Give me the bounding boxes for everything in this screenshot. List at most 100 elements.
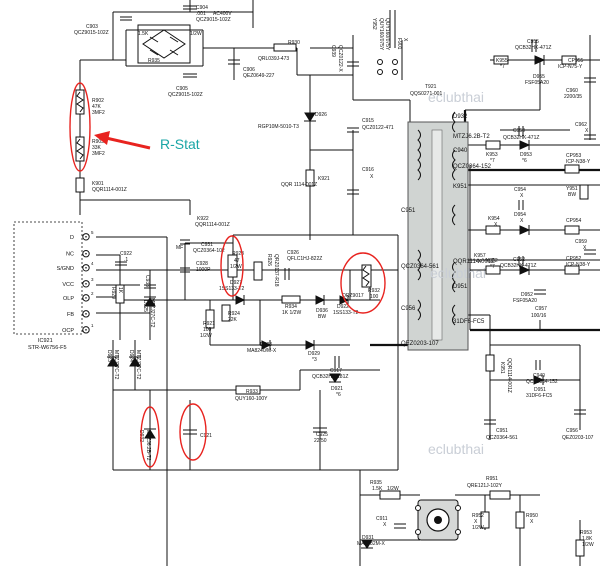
capacitor-c952 [518,256,524,266]
highlight-r923 [220,235,244,297]
label-d936v: BW [318,314,326,320]
capacitor-c939 [347,61,359,67]
label-c904q: QCZ9015-102Z [196,17,231,23]
label-y951v: BW [568,192,576,198]
label-cp952q: ICP-N38-Y [566,262,591,268]
ferrite-k901 [75,177,85,193]
label-c953q: QCB32HK-471Z [503,135,539,141]
ferrite-k921 [305,169,315,187]
zener-d925 [144,296,156,307]
label-k921: K921 [318,176,330,182]
label-c960v: 2200/35 [564,94,582,100]
label-r903: R903 [92,139,104,145]
label-d951: D951 [534,387,546,393]
resistor-k952 [485,265,501,275]
capacitor-c957 [534,289,546,295]
label-cp952: CP952 [566,256,582,262]
label-c911v: X [383,522,387,528]
resistor-r926 [253,261,263,281]
label-d924q: MTZJ27C-T2 [135,350,141,380]
label-c956: C956 [566,428,578,434]
ic-pin-dot [85,235,87,238]
capacitor-c956 [574,409,586,415]
resistor-r951 [489,490,511,500]
capacitor-c962 [584,134,596,140]
ic921-outline [13,221,83,335]
ic-pin-number: 1 [91,323,94,328]
label-r921: R921 [203,321,215,327]
label-c925: C925 [316,432,328,438]
diode-d936 [315,295,326,305]
ic-pin-label: VCC [62,282,74,288]
label-r935: R935 [370,480,382,486]
label-c905: C905 [176,86,188,92]
label-d925: D925 [142,300,148,312]
label-c922: C922 [120,251,132,257]
ferrite-y951 [579,184,589,200]
label-c962: C962 [575,122,587,128]
zener-d923 [107,356,119,367]
label-r951: R951 [486,476,498,482]
label-f901v: X [402,38,408,42]
resistor-r929 [115,284,125,304]
ic-pin-dot [85,282,87,285]
label-mf: MF [176,245,183,251]
label-y952: Y952 [371,18,377,30]
diode-d952 [519,265,531,275]
capacitor-c922 [115,261,127,266]
label-k922q: QQR1114-001Z [195,222,230,228]
label-c955q: QCB32HK-471Z [515,45,551,51]
label-k955: K955 [496,58,508,64]
label-r951q: QRE121J-102Y [467,483,503,489]
label-c915: C915 [362,118,374,124]
label-c933: C933 [144,275,150,287]
label-c953: C953 [513,128,525,134]
label-r929: R929 [110,287,116,299]
label-d955: D955 [533,74,545,80]
label-k953: K953 [486,152,498,158]
label-c931: C931 [201,242,213,248]
label-r902v: 47K [92,104,102,110]
optocoupler [415,499,461,541]
highlight-r932 [340,252,386,314]
t921-pin-6: C956 [401,306,416,312]
label-d925q: MTZJ27C-T2 [149,298,155,328]
label-r935v: 1.5K [372,486,383,492]
label-c940q: QCZ0364-152 [526,379,558,385]
wiring [79,0,600,566]
label-f901: F901 [396,38,402,50]
label-c962v: X [585,128,589,134]
label-c954v: X [520,193,524,199]
bridge-pin-2: R935 [148,58,160,64]
label-r929v: 1K [117,287,123,294]
label-r933: R933 [246,389,258,395]
label-d955q: FSF05A20 [525,80,549,86]
label-d954: D954 [514,212,526,218]
diode-d954 [519,225,531,235]
label-c951: C951 [496,428,508,434]
ferrite-k951 [485,354,495,372]
label-c952: C952 [513,257,525,263]
label-d952: D952 [521,292,533,298]
watermark: eclubthai [428,441,484,457]
capacitor-c926 [284,268,290,280]
ic-pin-label: OLP [63,296,74,302]
label-d928q: MA8240/M-X [247,348,277,354]
label-c959v: X [583,245,587,251]
capacitor-c906 [228,59,240,65]
label-r952: R952 [472,513,484,519]
resistor-r953 [575,539,585,557]
label-r921v: 100 [203,327,212,333]
capacitor-c931 [180,239,190,245]
diode-d921 [329,373,341,383]
label-k951: K951 [499,362,505,374]
label-r926: R926 [266,254,272,266]
label-c903: C903 [86,24,98,30]
resistor-r952 [480,511,490,529]
capacitor-c911 [394,523,406,529]
label-c917q: QCB32HK-181Z [312,374,348,380]
label-k957v: X [478,259,482,265]
label-t921q: QQS0271-001 [410,91,442,97]
label-r924: R924 [228,311,240,317]
label-k954: K954 [488,216,500,222]
